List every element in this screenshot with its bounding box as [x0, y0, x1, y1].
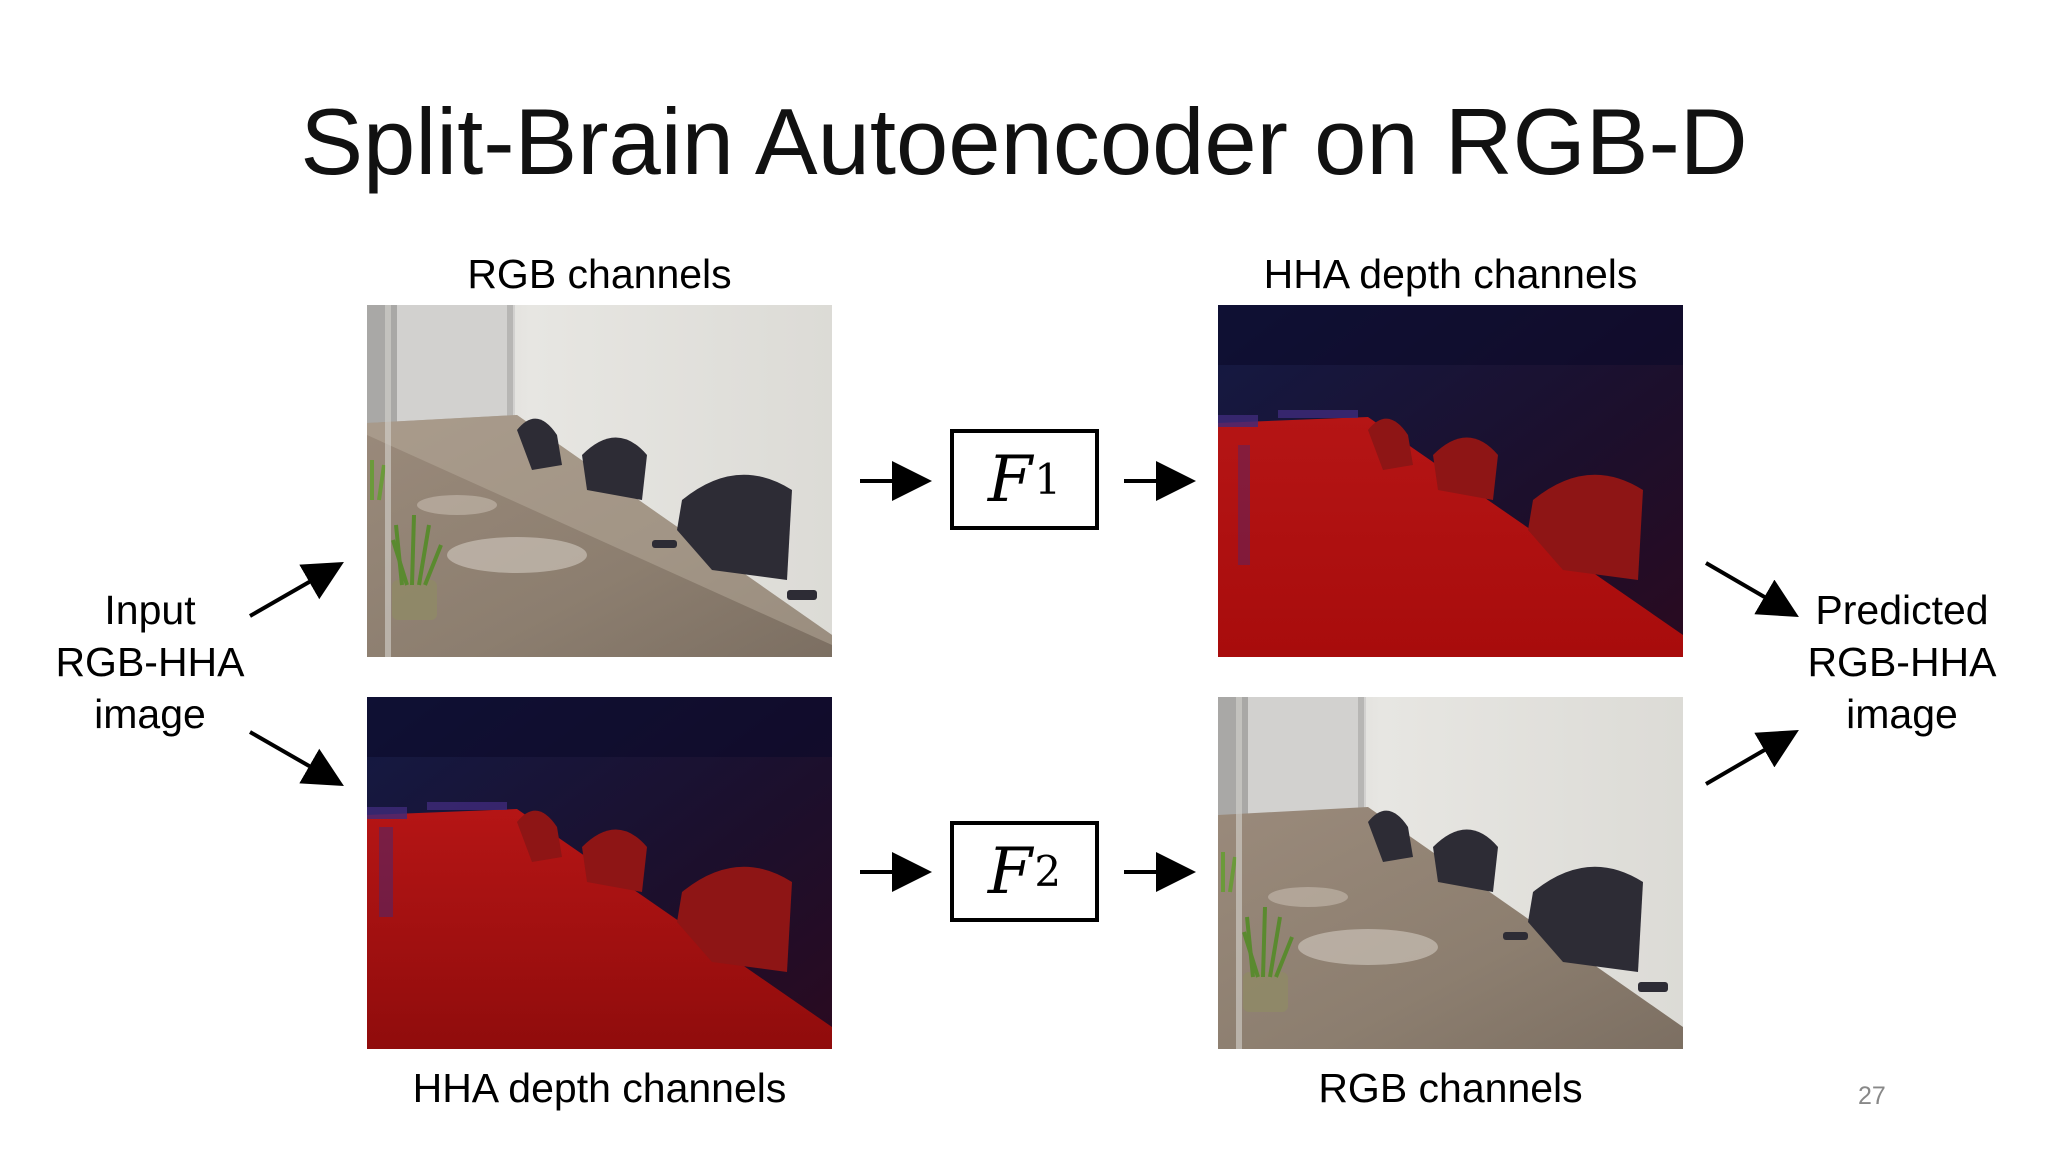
- hha-image-top-right: [1218, 305, 1683, 657]
- input-label-line-1: Input: [104, 587, 196, 633]
- rgb-image-bottom-right: [1218, 697, 1683, 1049]
- caption-bottom-left: HHA depth channels: [412, 1065, 787, 1111]
- caption-top-right: HHA depth channels: [1263, 251, 1638, 297]
- output-label-line-3: image: [1846, 691, 1958, 737]
- output-label-line-2: RGB-HHA: [1807, 639, 1997, 685]
- input-label-line-2: RGB-HHA: [55, 639, 245, 685]
- arrow-rgb-to-output: [1704, 729, 1799, 786]
- input-label: Input RGB-HHA image: [30, 584, 270, 740]
- hha-image-bottom-left: [367, 697, 832, 1049]
- arrow-hha-to-output: [1704, 561, 1799, 618]
- arrow-input-to-rgb: [249, 562, 344, 618]
- page-number: 27: [1858, 1082, 1886, 1110]
- network-f2-subscript: 2: [1034, 847, 1062, 896]
- rgb-image-top-left: [367, 305, 832, 657]
- input-label-line-3: image: [94, 691, 206, 737]
- caption-bottom-right: RGB channels: [1318, 1065, 1583, 1111]
- caption-top-left: RGB channels: [467, 251, 732, 297]
- slide-title: Split-Brain Autoencoder on RGB-D: [300, 89, 1748, 194]
- output-label-line-1: Predicted: [1815, 587, 1989, 633]
- network-f1-subscript: 1: [1034, 455, 1062, 504]
- network-f1-symbol: F: [987, 442, 1033, 517]
- arrow-input-to-hha: [249, 730, 344, 786]
- network-f2-symbol: F: [987, 834, 1033, 909]
- output-label: Predicted RGB-HHA image: [1782, 584, 2022, 740]
